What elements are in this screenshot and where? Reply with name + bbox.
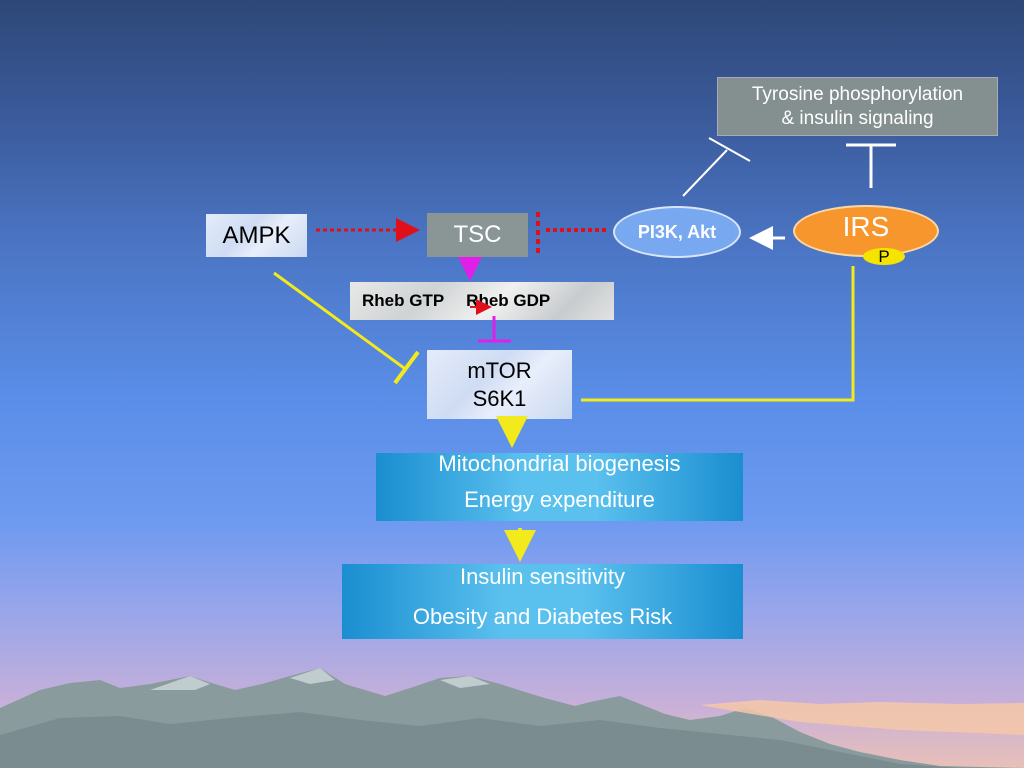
tyrosine-label-line2: & insulin signaling [781, 107, 934, 129]
tsc-node: TSC [427, 213, 528, 257]
mito-line1: Mitochondrial biogenesis [438, 451, 681, 476]
pi3k-inhibits-tyrosine-bar [708, 137, 751, 162]
irs-to-mtor-connector [581, 266, 855, 402]
pi3k-label: PI3K, Akt [637, 221, 717, 242]
ampk-inhibits-mtor-line [273, 271, 405, 370]
mitochondrial-outcome-box: Mitochondrial biogenesis Energy expendit… [376, 451, 743, 521]
tsc-label: TSC [453, 221, 502, 248]
pi3k-inhibits-tyrosine-line [682, 149, 728, 197]
insulin-line2: Obesity and Diabetes Risk [412, 604, 673, 629]
phosphate-badge: P [863, 248, 905, 265]
tyrosine-label-line1: Tyrosine phosphorylation [751, 83, 964, 105]
insulin-line1: Insulin sensitivity [459, 564, 626, 589]
ampk-label: AMPK [222, 221, 291, 249]
mtor-s6k1-node: mTOR S6K1 [427, 350, 572, 419]
ampk-node: AMPK [206, 214, 307, 257]
rheb-gtp-label: Rheb GTP [362, 291, 445, 310]
ampk-inhibits-mtor-bar [393, 350, 420, 385]
mtor-label: mTOR [467, 357, 532, 383]
mito-line2: Energy expenditure [464, 487, 655, 512]
insulin-outcome-box: Insulin sensitivity Obesity and Diabetes… [342, 564, 743, 639]
tyrosine-signaling-node: Tyrosine phosphorylation & insulin signa… [717, 77, 998, 136]
phosphate-label: P [878, 247, 890, 266]
s6k1-label: S6K1 [472, 385, 527, 411]
irs-label: IRS [842, 211, 890, 242]
pi3k-akt-node: PI3K, Akt [613, 206, 741, 258]
